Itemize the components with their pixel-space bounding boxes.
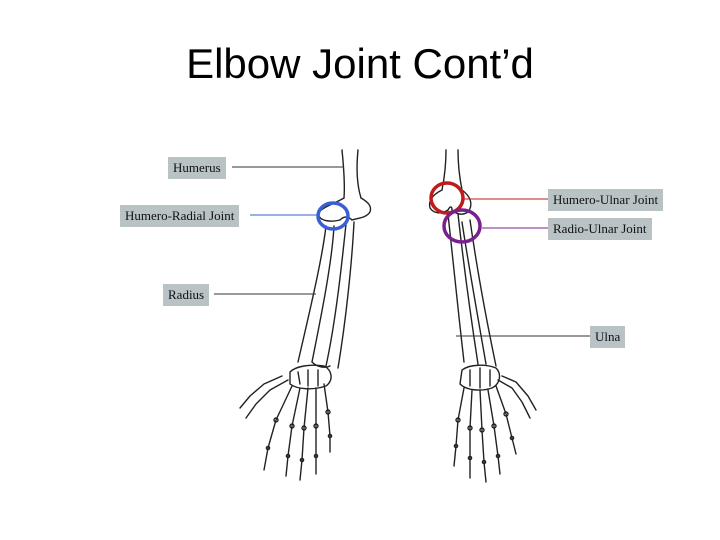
label-humerus: Humerus [168,157,226,179]
humero-radial-joint-circle [316,201,350,231]
right-arm-bones [428,149,537,483]
left-arm-bones [239,149,372,481]
label-radio-ulnar-joint: Radio-Ulnar Joint [548,218,652,240]
label-humero-radial-joint: Humero-Radial Joint [120,205,240,227]
slide-title: Elbow Joint Cont’d [186,40,534,87]
radio-ulnar-joint-circle [442,208,482,244]
label-humero-ulnar-joint: Humero-Ulnar Joint [548,189,664,211]
label-ulna: Ulna [590,326,626,348]
leader-lines [214,166,590,337]
humero-ulnar-joint-circle [429,181,465,215]
label-radius: Radius [163,284,210,306]
